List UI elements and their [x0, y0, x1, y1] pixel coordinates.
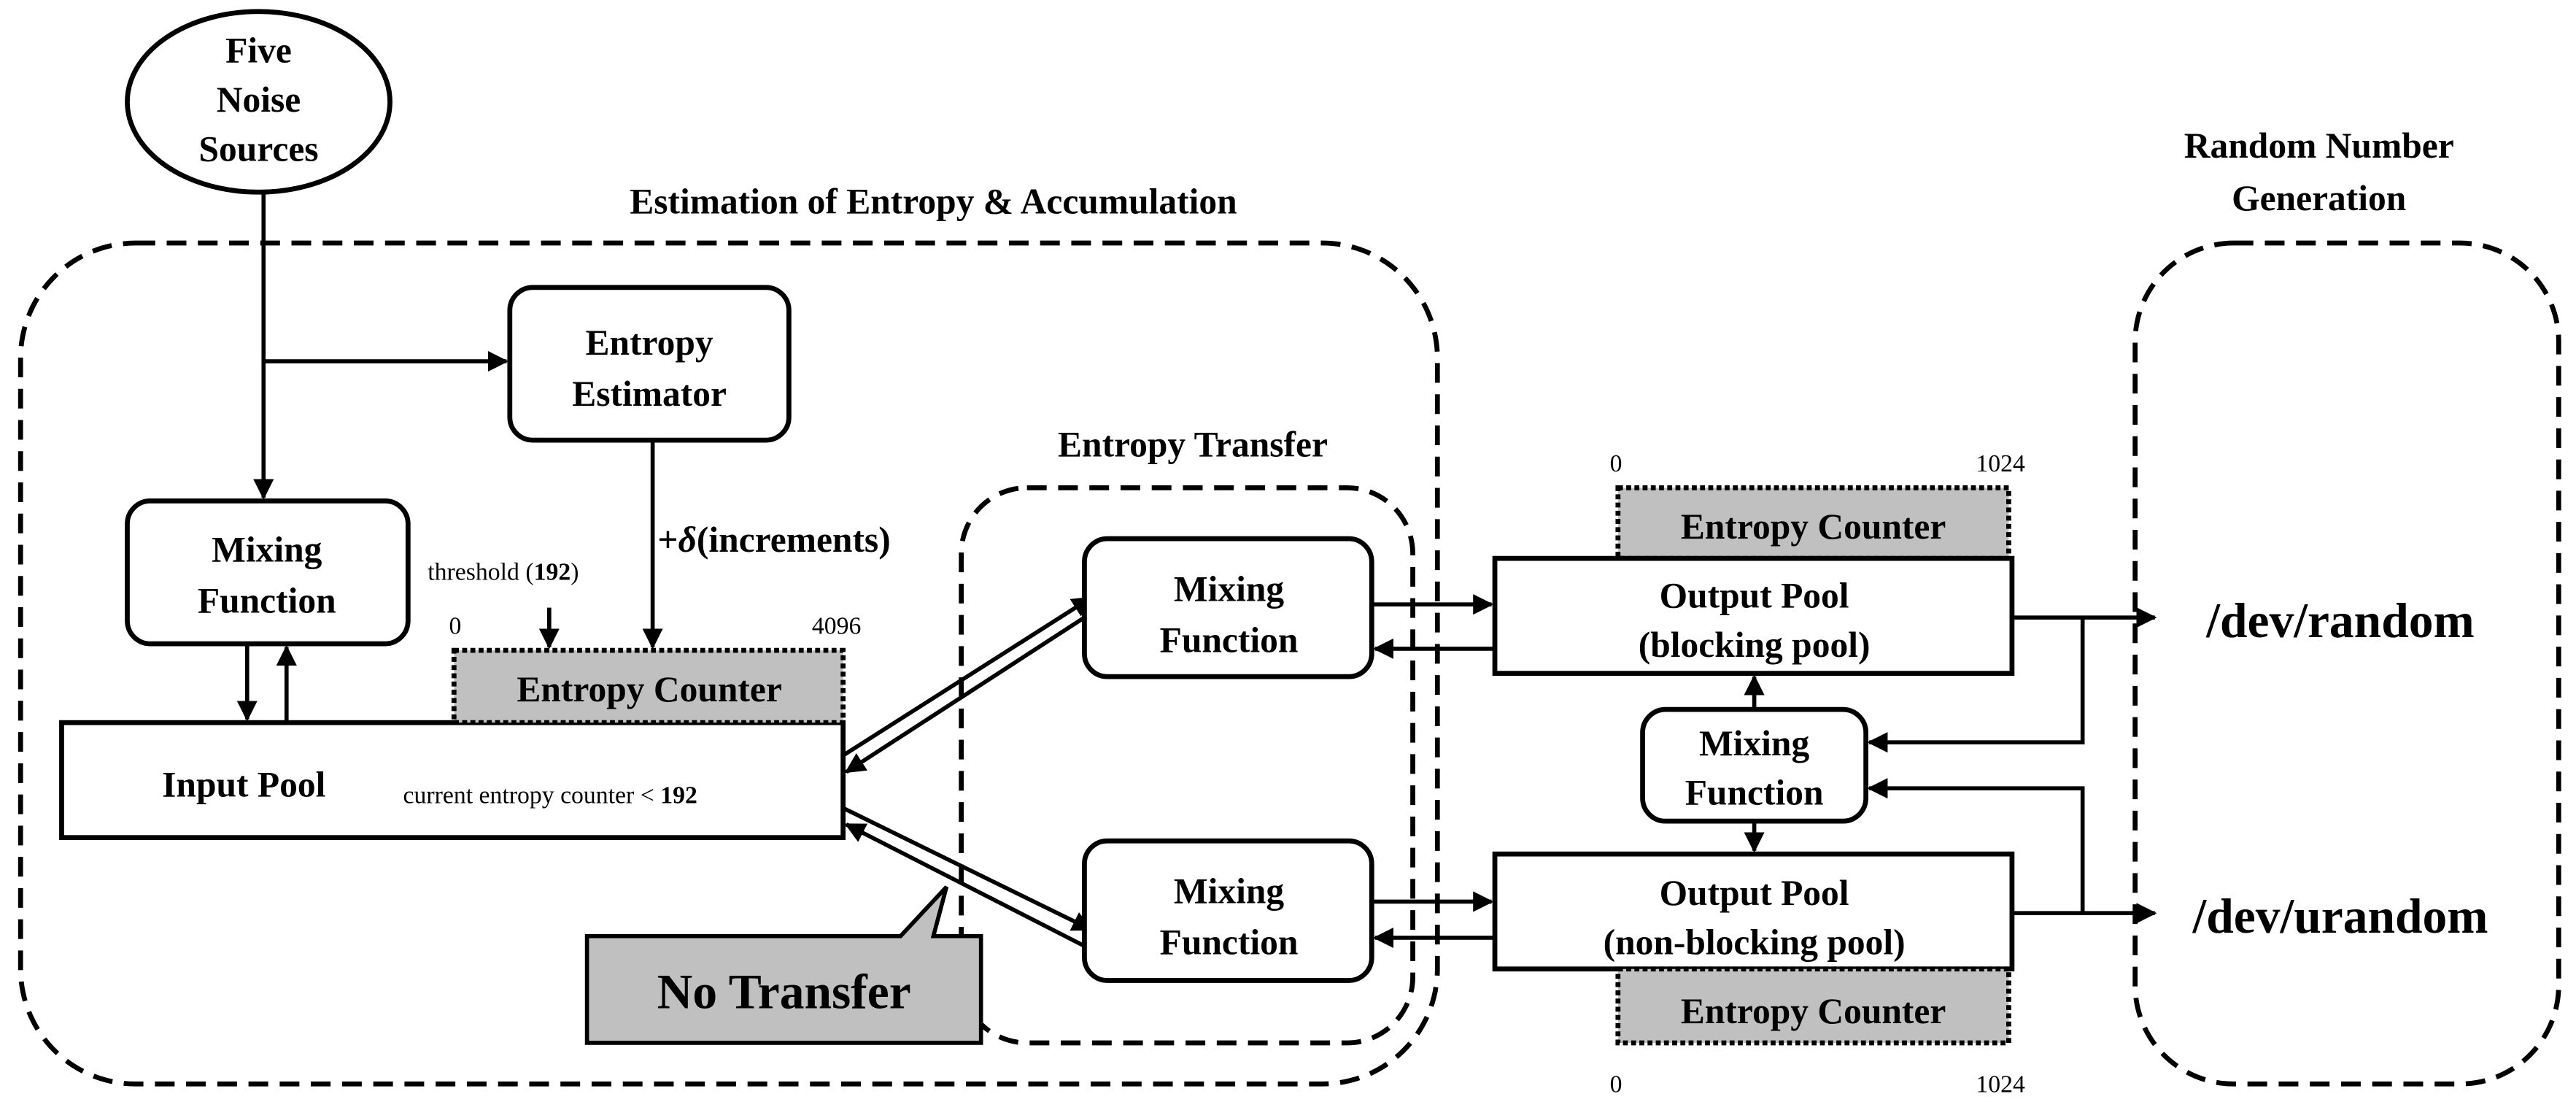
nonblocking-entropy-counter — [1615, 966, 2011, 1046]
nonblocking-pool-label: Output Pool(non-blocking pool) — [1604, 873, 1906, 963]
input-pool-node — [59, 720, 846, 841]
input-to-transfer-bottom-arrow — [842, 806, 1093, 932]
increments-label: +δ(increments) — [657, 520, 890, 560]
transfer-group-boundary — [959, 485, 1415, 1046]
nonblocking-counter-min: 0 — [1610, 1071, 1622, 1098]
accumulation-group-boundary — [18, 240, 1440, 1087]
blocking-pool-node — [1492, 555, 2015, 677]
output-mixing-function-node — [1640, 706, 1869, 824]
blocking-counter-max: 1024 — [1976, 450, 2025, 477]
blocking-counter-min: 0 — [1610, 450, 1622, 477]
input-to-transfer-top-arrow — [842, 596, 1093, 758]
nonblocking-entropy-counter-label: Entropy Counter — [1681, 991, 1946, 1031]
dev-random-label: /dev/random — [2205, 593, 2475, 648]
input-counter-max: 4096 — [812, 613, 862, 640]
dev-urandom-label: /dev/urandom — [2192, 889, 2488, 944]
input-mixing-function-node — [125, 498, 411, 647]
blocking-entropy-counter-label: Entropy Counter — [1681, 506, 1946, 547]
input-counter-min: 0 — [449, 613, 462, 640]
transfer-top-to-input-arrow — [844, 615, 1086, 774]
transfer-bottom-to-input-arrow — [844, 822, 1086, 948]
rng-group-boundary — [2132, 240, 2561, 1087]
input-entropy-counter-label: Entropy Counter — [517, 669, 782, 709]
entropy-estimator-node — [507, 285, 792, 443]
transfer-mixing-top-node — [1082, 536, 1374, 679]
threshold-label: threshold (192) — [428, 558, 579, 585]
input-entropy-counter — [451, 647, 846, 725]
random-feedback-arrow — [1867, 617, 2085, 753]
no-transfer-callout — [584, 885, 983, 1045]
transfer-mixing-bottom-node — [1082, 838, 1374, 983]
noise-sources-node — [125, 9, 392, 195]
no-transfer-label: No Transfer — [657, 965, 911, 1020]
input-pool-condition: current entropy counter < 192 — [403, 782, 697, 809]
nonblocking-pool-node — [1492, 851, 2015, 972]
urandom-feedback-arrow — [1867, 778, 2085, 914]
blocking-entropy-counter — [1615, 485, 2011, 561]
nonblocking-counter-max: 1024 — [1976, 1071, 2025, 1098]
blocking-pool-label: Output Pool(blocking pool) — [1639, 576, 1871, 666]
transfer-group-title: Entropy Transfer — [1058, 425, 1328, 465]
accumulation-group-title: Estimation of Entropy & Accumulation — [630, 182, 1237, 222]
input-pool-label: Input Pool — [162, 764, 325, 804]
